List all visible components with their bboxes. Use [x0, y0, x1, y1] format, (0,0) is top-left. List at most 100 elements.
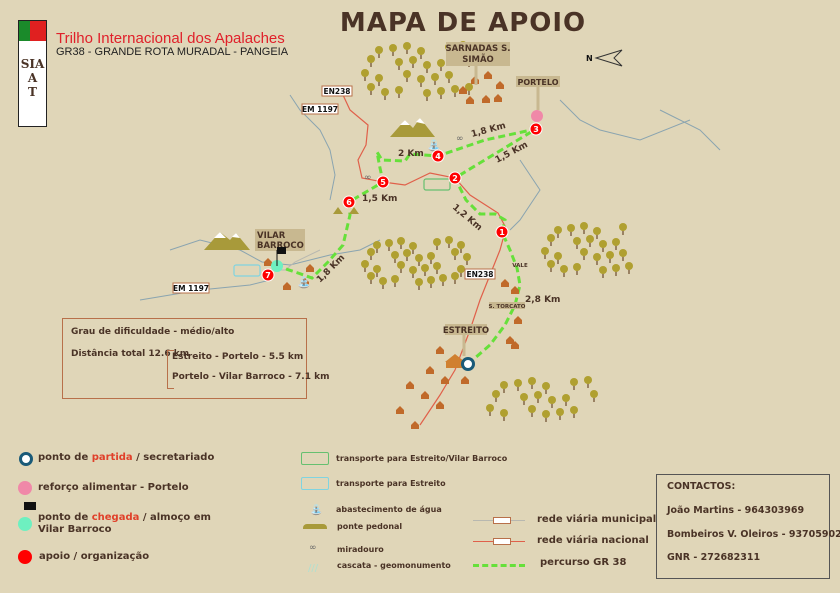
tree-icon — [567, 224, 575, 232]
support-point-3: 3 — [529, 122, 543, 136]
house-icon — [436, 346, 444, 354]
house-icon — [301, 278, 309, 286]
water-tap-icon: ⛲ — [310, 505, 323, 516]
tree-icon — [367, 83, 375, 91]
tree-icon — [375, 74, 383, 82]
tree-icon — [381, 88, 389, 96]
legend-start: ponto de partida / secretariado — [38, 452, 215, 463]
label-sarnadas: SARNADAS S. — [445, 44, 510, 54]
waterfall-icon: /// — [308, 563, 319, 574]
house-icon — [421, 391, 429, 399]
tree-icon — [427, 276, 435, 284]
tree-icon — [514, 379, 522, 387]
tree-icon — [389, 44, 397, 52]
tree-icon — [445, 236, 453, 244]
water-tap-icon: ⛲ — [297, 276, 311, 289]
tree-icon — [570, 406, 578, 414]
tree-icon — [520, 393, 528, 401]
north-label: N — [586, 54, 593, 63]
tree-icon — [548, 396, 556, 404]
legend-water: abastecimento de água — [336, 505, 442, 514]
mountain-icon — [204, 232, 250, 250]
bus-icon — [423, 178, 451, 191]
sign-sarnadas — [446, 42, 510, 66]
tree-icon — [367, 248, 375, 256]
legend-support: apoio / organização — [39, 551, 150, 562]
tree-icon — [395, 58, 403, 66]
tree-icon — [593, 253, 601, 261]
leg-1: Estreito - Portelo - 5.5 km — [172, 352, 304, 362]
tree-icon — [409, 266, 417, 274]
tree-icon — [570, 378, 578, 386]
tree-icon — [417, 47, 425, 55]
svg-text:7: 7 — [265, 271, 271, 280]
tree-icon — [542, 382, 550, 390]
trees — [361, 41, 633, 422]
tree-icon — [373, 265, 381, 273]
tree-icon — [580, 248, 588, 256]
water-tap-icon: ⛲ — [427, 139, 441, 152]
tree-icon — [619, 223, 627, 231]
viewpoint-icon: ∞ — [364, 173, 372, 183]
contacts-box: CONTACTOS: João Martins - 964303969 Bomb… — [656, 474, 840, 579]
tree-icon — [417, 75, 425, 83]
viewpoint-icon: ∞ — [456, 134, 464, 144]
tree-icon — [619, 249, 627, 257]
house-icon — [511, 341, 519, 349]
svg-text:2,8 Km: 2,8 Km — [525, 295, 560, 305]
support-point-1: 1 — [495, 225, 509, 239]
food-icon — [18, 481, 32, 495]
legend-national: rede viária nacional — [537, 535, 649, 546]
legend-bus1: transporte para Estreito/Vilar Barroco — [336, 454, 508, 463]
label-vilar: VILAR — [257, 231, 286, 241]
support-icon — [18, 550, 32, 564]
house-icon — [461, 376, 469, 384]
tree-icon — [547, 234, 555, 242]
church-icon — [445, 354, 465, 362]
tree-icon — [391, 275, 399, 283]
svg-text:1,2 Km: 1,2 Km — [450, 203, 484, 233]
trail-subtitle: GR38 - GRANDE ROTA MURADAL - PANGEIA — [56, 46, 289, 58]
route-info-box: Grau de dificuldade - médio/alto Distânc… — [62, 318, 329, 399]
tree-icon — [612, 264, 620, 272]
tree-icon — [415, 278, 423, 286]
mountain-icon — [390, 118, 435, 137]
tree-icon — [451, 248, 459, 256]
label-barroco: BARROCO — [257, 241, 304, 251]
tree-icon — [457, 265, 465, 273]
difficulty: Grau de dificuldade - médio/alto — [71, 327, 235, 337]
tree-icon — [606, 251, 614, 259]
contact-2: Bombeiros V. Oleiros - 937059020 — [667, 529, 840, 540]
tree-icon — [421, 264, 429, 272]
tree-icon — [433, 262, 441, 270]
bridge-icon — [333, 207, 359, 214]
tree-icon — [423, 89, 431, 97]
tree-icon — [465, 83, 473, 91]
tree-icon — [367, 272, 375, 280]
leg-2: Portelo - Vilar Barroco - 7.1 km — [172, 372, 330, 382]
viewpoint-icon: ∞ — [309, 543, 317, 553]
start-icon — [19, 452, 33, 466]
svg-text:2: 2 — [452, 174, 458, 183]
svg-text:EN238: EN238 — [466, 270, 493, 279]
legend-viewpoint: miradouro — [337, 545, 384, 554]
tree-icon — [403, 70, 411, 78]
house-icon — [426, 366, 434, 374]
house-icon — [306, 264, 314, 272]
tree-icon — [463, 253, 471, 261]
tree-icon — [534, 391, 542, 399]
house-icon — [459, 86, 467, 94]
tree-icon — [409, 56, 417, 64]
page-title: MAPA DE APOIO — [339, 8, 587, 38]
bus-icon — [233, 264, 261, 277]
tree-icon — [528, 405, 536, 413]
house-icon — [484, 71, 492, 79]
house-icon — [506, 336, 514, 344]
contacts-title: CONTACTOS: — [667, 481, 736, 492]
tree-icon — [403, 42, 411, 50]
svg-text:EM 1197: EM 1197 — [302, 105, 338, 114]
